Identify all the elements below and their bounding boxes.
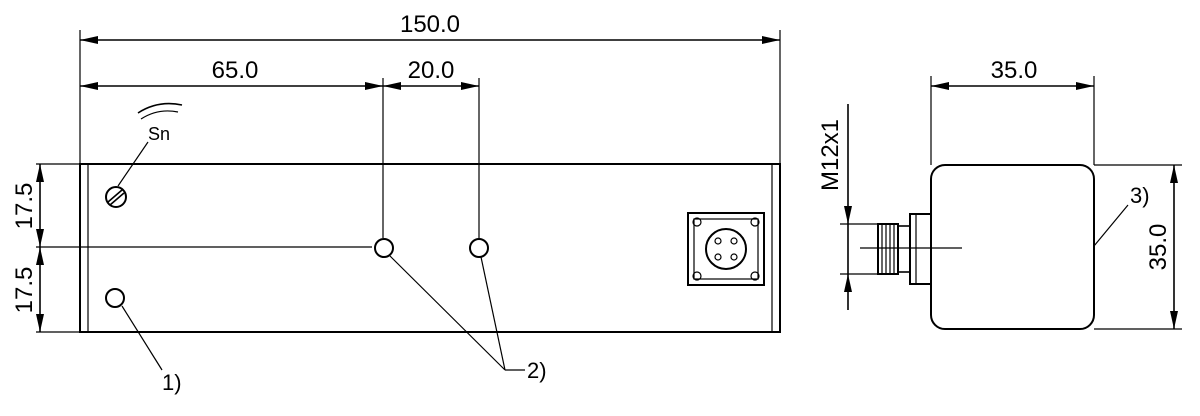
svg-text:35.0: 35.0 <box>991 57 1038 84</box>
adjustment-screw <box>105 186 127 208</box>
mounting-hole-left <box>374 238 394 258</box>
dim-side-height: 35.0 <box>1094 164 1182 330</box>
callout-3: 3) <box>1130 183 1150 208</box>
callout-2-leader-b <box>480 256 506 371</box>
dim-side-width: 35.0 <box>930 57 1095 165</box>
thread-label: M12x1 <box>817 119 844 191</box>
front-view: Sn 150.0 65.0 20.0 <box>11 11 781 395</box>
led-indicator <box>105 288 125 308</box>
sensor-body-front <box>79 163 781 333</box>
sensing-leader <box>117 141 149 187</box>
svg-text:150.0: 150.0 <box>400 11 460 38</box>
side-view: M12x1 35.0 35.0 3) <box>817 57 1182 330</box>
sensing-symbol-label: Sn <box>148 124 170 144</box>
m12-connector-side <box>860 213 962 285</box>
dim-lower-height: 17.5 <box>11 247 44 332</box>
callout-2: 2) <box>527 358 547 383</box>
callout-2-leader-a <box>389 255 506 371</box>
dim-thread: M12x1 <box>817 104 878 310</box>
dim-overall-length: 150.0 <box>80 11 780 44</box>
svg-text:20.0: 20.0 <box>408 57 455 84</box>
m12-connector-front <box>687 212 765 286</box>
callout-1: 1) <box>162 370 182 395</box>
callout-3-leader <box>1093 204 1129 247</box>
callout-1-leader <box>121 305 163 371</box>
dim-hole-spacing: 20.0 <box>383 57 479 90</box>
svg-text:17.5: 17.5 <box>11 267 38 314</box>
svg-text:65.0: 65.0 <box>212 57 259 84</box>
dim-upper-height: 17.5 <box>11 164 44 247</box>
sensor-body-side <box>930 164 1095 330</box>
svg-text:17.5: 17.5 <box>11 183 38 230</box>
svg-text:35.0: 35.0 <box>1145 224 1172 271</box>
sensing-face-icon: Sn <box>137 102 183 144</box>
mounting-hole-right <box>469 238 489 258</box>
dim-hole-distance: 65.0 <box>80 57 383 90</box>
